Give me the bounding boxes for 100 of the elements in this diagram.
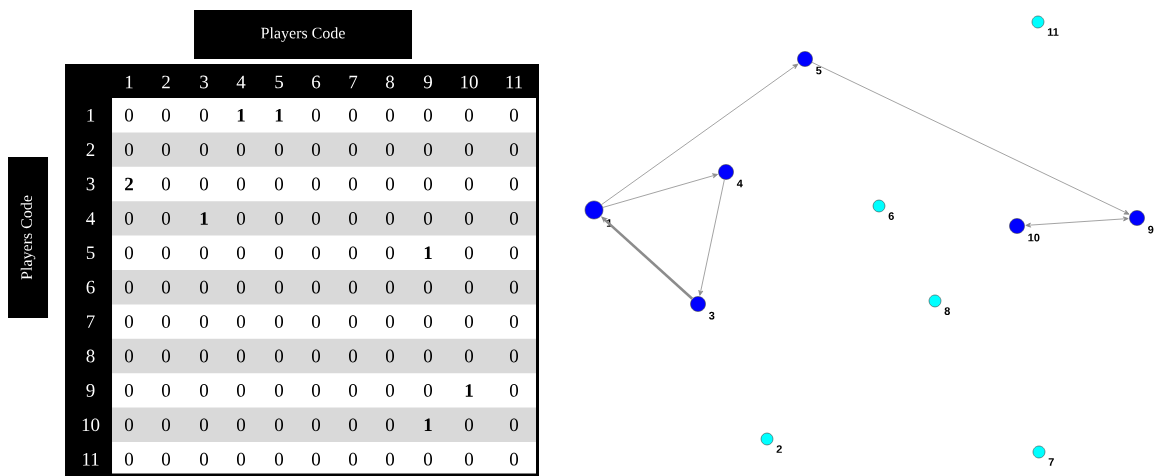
table-cell: 0 (125, 315, 134, 328)
table-cell: 0 (200, 108, 209, 122)
row-header: 4 (86, 212, 95, 225)
arrow (698, 179, 725, 296)
table-cell: 0 (510, 418, 519, 432)
row-header: 2 (86, 143, 95, 156)
table-cell: 1 (200, 212, 208, 225)
node-label: 10 (1028, 233, 1040, 242)
table-cell: 0 (312, 452, 321, 466)
table-cell: 0 (510, 143, 519, 156)
arrow (601, 63, 799, 205)
table-cell: 0 (312, 315, 321, 328)
table-cell: 0 (349, 212, 358, 225)
table-cell: 0 (312, 349, 321, 363)
table-cell: 0 (162, 108, 171, 122)
table-cell: 0 (200, 280, 209, 294)
table-cell: 0 (386, 384, 395, 397)
table-cell: 0 (349, 280, 358, 294)
table-cell: 0 (275, 143, 284, 156)
table-cell: 0 (237, 280, 246, 294)
row-header: 6 (86, 280, 95, 294)
table-cell: 0 (162, 315, 171, 328)
table-cell: 0 (162, 246, 171, 260)
column-header: 2 (162, 75, 170, 89)
table-cell: 1 (424, 418, 432, 432)
table-cell: 0 (386, 349, 395, 363)
table-cell: 0 (162, 177, 171, 191)
table-cell: 0 (510, 315, 519, 328)
node-label: 2 (776, 445, 782, 453)
table-cell: 0 (424, 315, 433, 328)
table-cell: 0 (349, 349, 358, 363)
table-cell: 0 (312, 212, 321, 225)
table-cell: 0 (237, 384, 246, 397)
table-cell: 0 (424, 280, 433, 294)
table-cell: 0 (424, 212, 433, 225)
table-cell: 0 (312, 108, 321, 122)
table-cell: 0 (275, 246, 284, 260)
table-cell: 0 (465, 212, 474, 225)
axis-title-box: Players Code (8, 157, 48, 318)
row-header: 10 (82, 418, 100, 432)
table-cell: 0 (465, 143, 474, 156)
table-cell: 0 (312, 280, 321, 294)
table-cell: 0 (200, 452, 209, 466)
table-cell: 0 (386, 418, 395, 432)
column-header: 1 (125, 75, 133, 89)
table-cell: 0 (275, 315, 284, 328)
table-cell: 0 (349, 177, 358, 191)
arrow (602, 173, 718, 208)
table-cell: 0 (465, 177, 474, 191)
table-cell: 0 (275, 418, 284, 432)
table-cell: 0 (424, 143, 433, 156)
table-cell: 0 (349, 246, 358, 260)
table-cell: 0 (275, 280, 284, 294)
table-cell: 1 (465, 384, 473, 397)
table-cell: 0 (465, 452, 474, 466)
table-cell: 0 (200, 177, 209, 191)
node-label: 3 (708, 311, 715, 320)
table-cell: 0 (125, 212, 134, 225)
row-header: 11 (83, 452, 99, 466)
node-label: 9 (1148, 225, 1154, 234)
node-label: 11 (1047, 28, 1059, 36)
table-cell: 0 (200, 418, 209, 432)
table-cell: 0 (275, 384, 284, 397)
table-cell: 1 (275, 108, 283, 122)
table-cell: 0 (386, 177, 395, 191)
table-cell: 0 (465, 349, 474, 363)
table-cell: 0 (386, 108, 395, 122)
node-label: 7 (1048, 458, 1054, 466)
row-header: 8 (86, 349, 95, 363)
table-cell: 0 (510, 384, 519, 397)
table-cell: 0 (237, 246, 246, 260)
table-cell: 0 (349, 108, 358, 122)
table-cell: 0 (424, 349, 433, 363)
row-header: 1 (87, 108, 95, 122)
table-cell: 0 (386, 452, 395, 466)
table-cell: 0 (200, 315, 209, 328)
table-cell: 0 (125, 108, 134, 122)
table-cell: 0 (349, 143, 358, 156)
arrow (1025, 216, 1129, 228)
axis-title-box: Players Code (194, 10, 412, 59)
table-cell: 0 (275, 177, 284, 191)
table-cell: 0 (162, 349, 171, 363)
table-cell: 0 (510, 452, 519, 466)
column-header: 11 (506, 75, 522, 89)
table-cell: 0 (200, 143, 209, 156)
node-label: 5 (816, 66, 822, 75)
table-cell: 0 (510, 349, 519, 363)
table-cell: 0 (386, 246, 395, 260)
table-cell: 0 (125, 143, 134, 156)
table-cell: 1 (424, 246, 432, 260)
table-cell: 0 (237, 177, 246, 191)
row-header: 3 (86, 177, 95, 191)
row-header: 5 (86, 246, 95, 260)
table-cell: 0 (510, 212, 519, 225)
table-cell: 0 (237, 349, 246, 363)
table-cell: 0 (510, 246, 519, 260)
table-cell: 2 (125, 177, 133, 191)
table-cell: 0 (386, 143, 395, 156)
table-cell: 0 (349, 452, 358, 466)
table-cell: 0 (465, 246, 474, 260)
